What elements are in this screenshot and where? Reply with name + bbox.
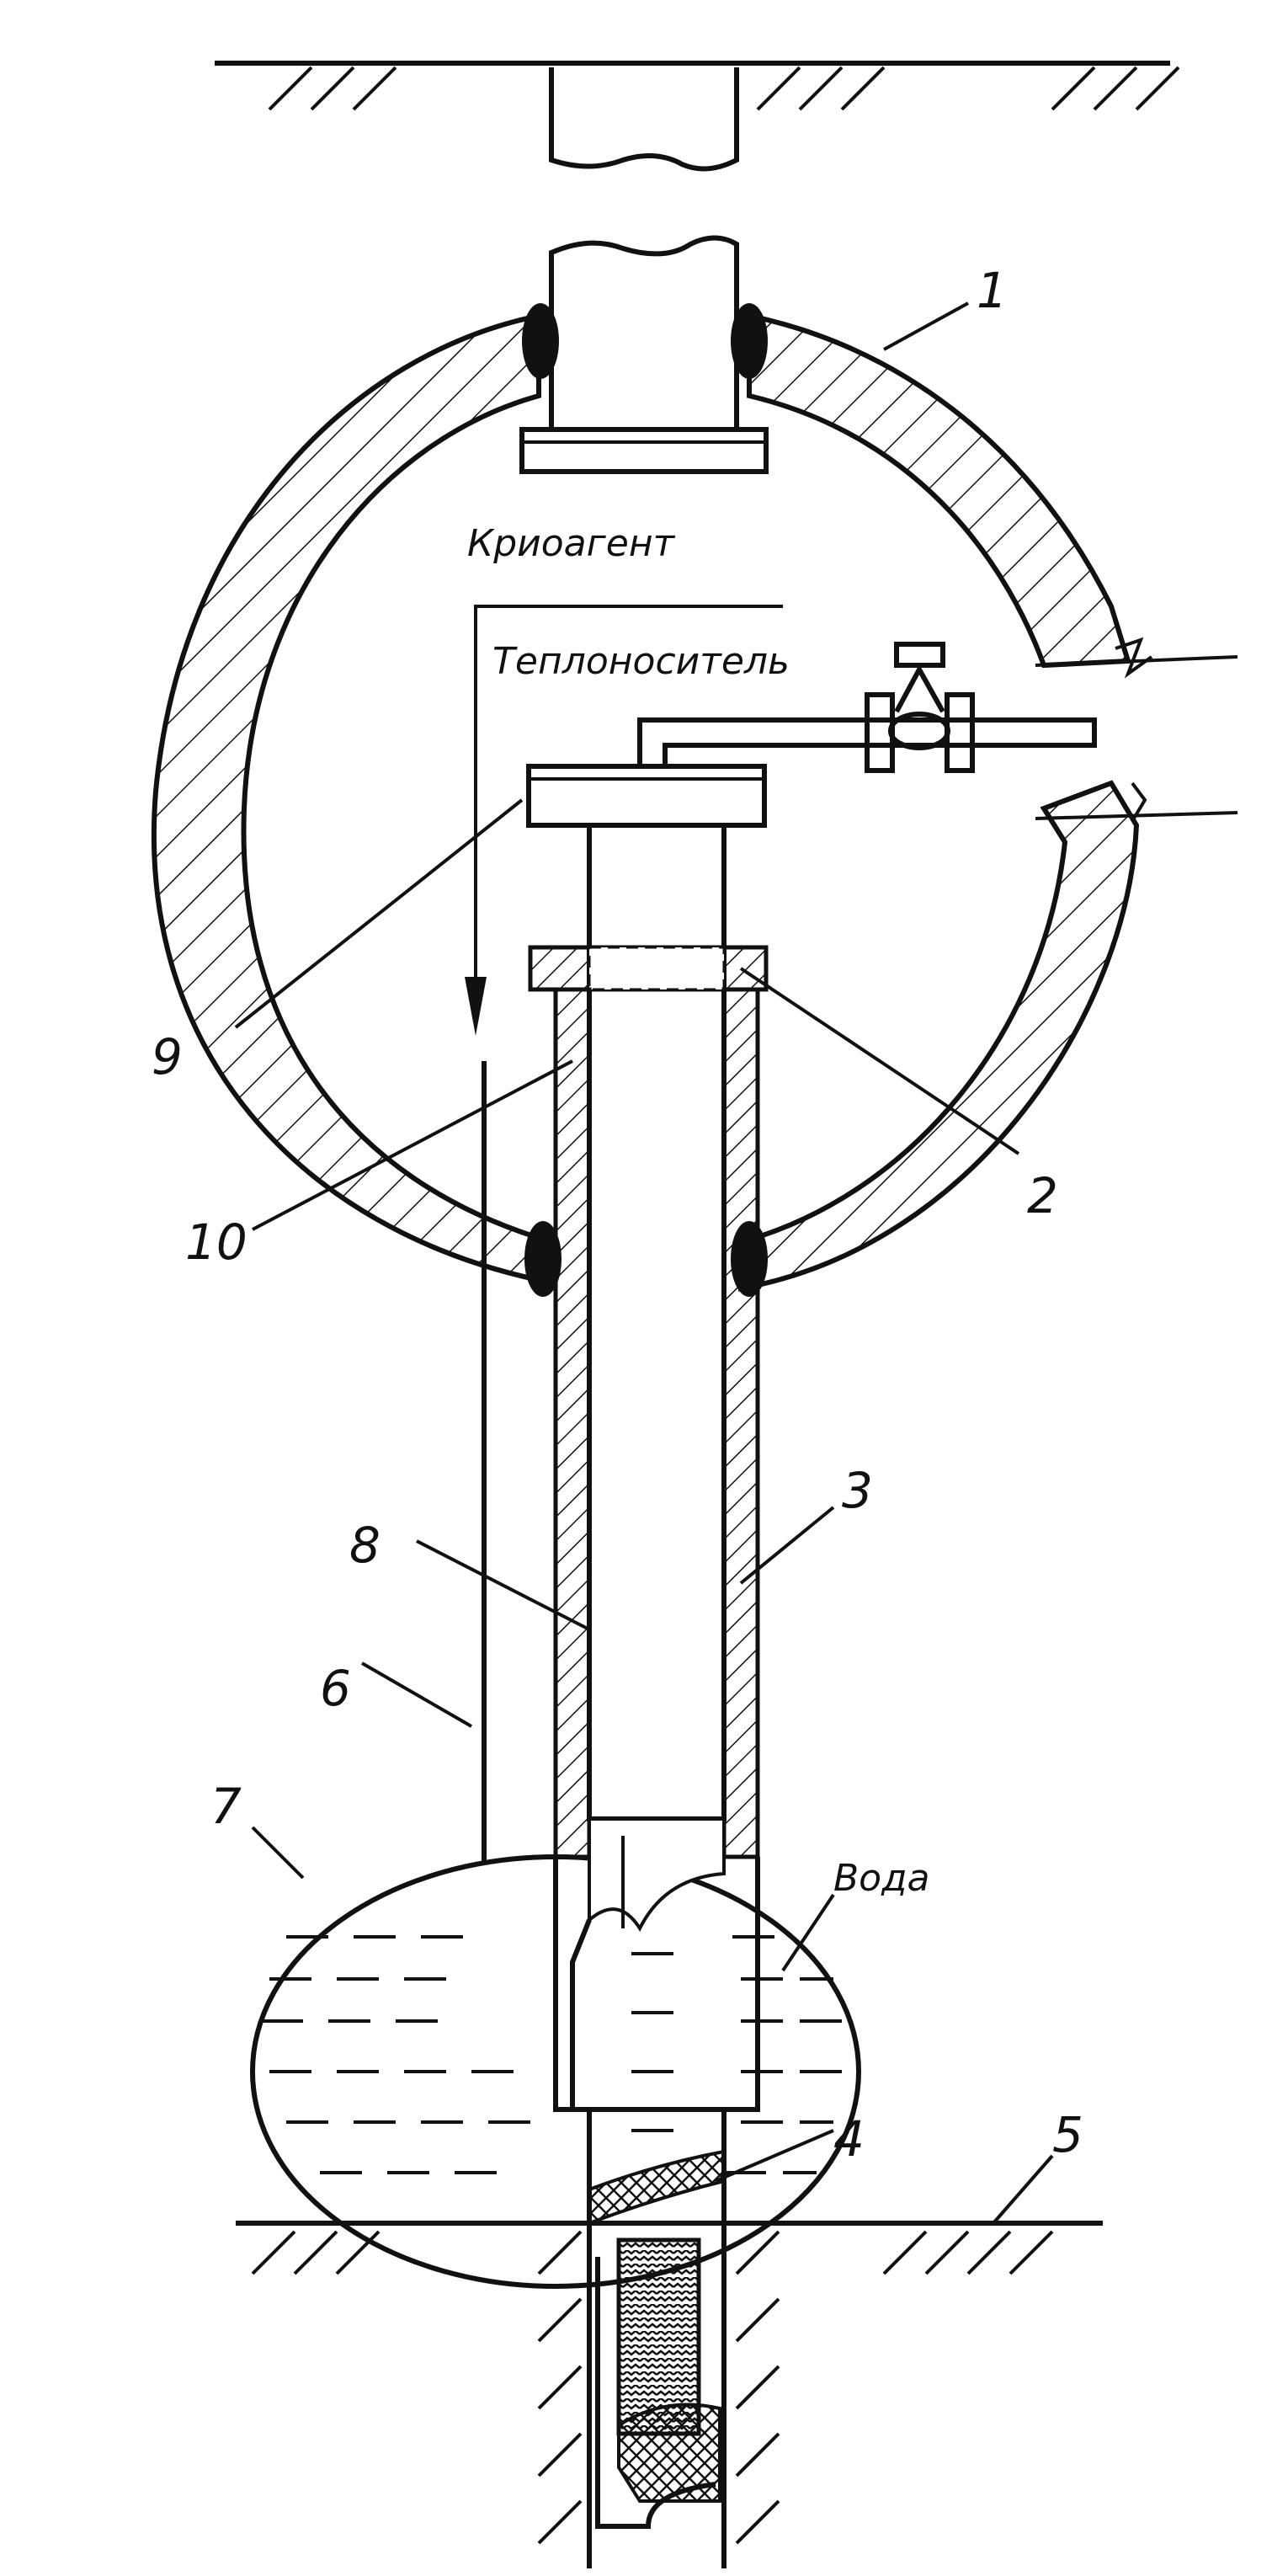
- label-heat-carrier: Теплоноситель: [492, 640, 790, 683]
- label-4: 4: [833, 2110, 865, 2168]
- label-3: 3: [842, 1462, 873, 1519]
- label-9: 9: [152, 1028, 183, 1085]
- sphere-shell: [154, 303, 1237, 1297]
- label-1: 1: [977, 262, 1008, 319]
- label-cryoagent: Криоагент: [467, 522, 676, 565]
- label-5: 5: [1052, 2106, 1083, 2163]
- flange-2: [530, 947, 766, 989]
- label-10: 10: [185, 1213, 247, 1271]
- label-2: 2: [1027, 1167, 1058, 1224]
- cap-9: [529, 766, 764, 825]
- label-7: 7: [210, 1778, 242, 1835]
- top-ground: [215, 63, 1179, 109]
- label-water: Вода: [833, 1857, 930, 1900]
- outer-tube-3: [556, 989, 758, 1857]
- label-8: 8: [349, 1517, 381, 1574]
- label-6: 6: [320, 1660, 351, 1717]
- upper-shaft: [522, 67, 766, 472]
